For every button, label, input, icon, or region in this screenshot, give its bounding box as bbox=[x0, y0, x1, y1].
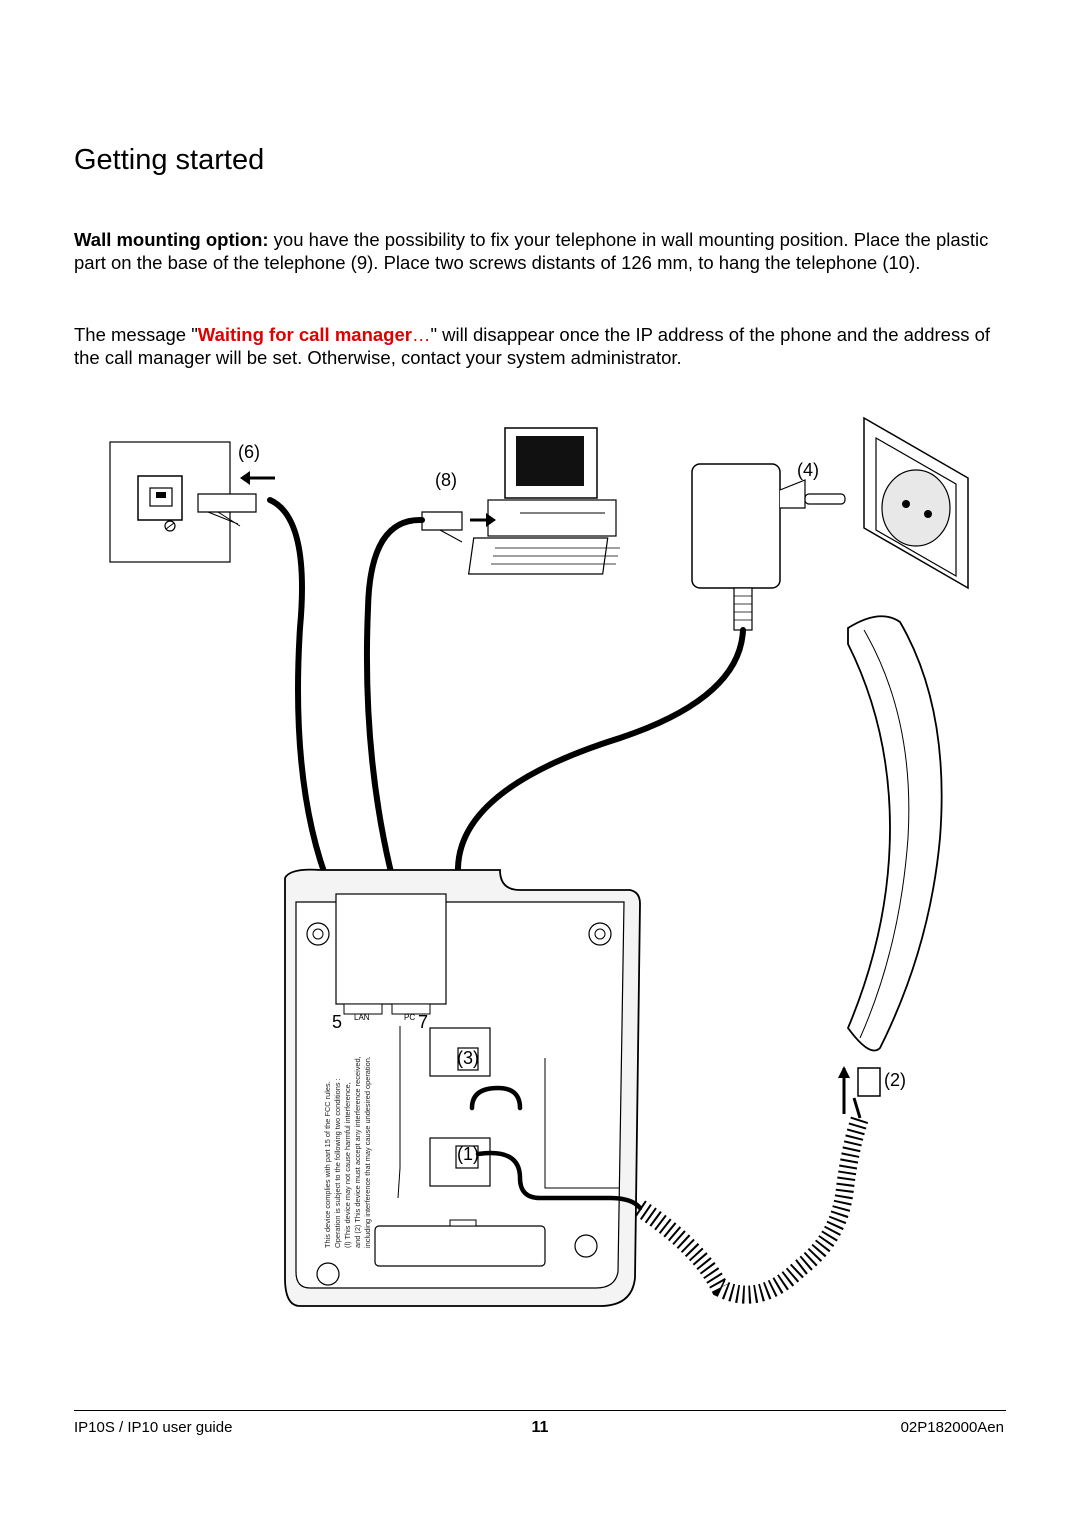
call-manager-text-before: The message " bbox=[74, 324, 198, 345]
label-lan: LAN bbox=[354, 1013, 370, 1022]
fcc-line-4: and (2) This device must accept any inte… bbox=[353, 1056, 362, 1248]
fcc-line-5: including interference that may cause un… bbox=[363, 1056, 372, 1248]
label-5: 5 bbox=[332, 1012, 342, 1032]
label-1: (1) bbox=[457, 1144, 479, 1164]
page-title: Getting started bbox=[74, 144, 265, 176]
label-8: (8) bbox=[435, 470, 457, 490]
power-cable-route bbox=[469, 1085, 523, 1111]
label-3: (3) bbox=[457, 1048, 479, 1068]
phone-base-icon: This device complies with part 15 of the… bbox=[284, 868, 643, 1307]
wall-mounting-label: Wall mounting option: bbox=[74, 229, 269, 250]
fcc-line-2: Operation is subject to the following tw… bbox=[333, 1078, 342, 1248]
computer-icon bbox=[421, 427, 620, 575]
label-7: 7 bbox=[418, 1012, 428, 1032]
wall-mounting-paragraph: Wall mounting option: you have the possi… bbox=[74, 228, 1014, 274]
power-outlet-icon bbox=[863, 416, 969, 590]
footer-guide-title: IP10S / IP10 user guide bbox=[74, 1419, 233, 1436]
label-6: (6) bbox=[238, 442, 260, 462]
footer-divider bbox=[74, 1410, 1006, 1411]
connection-diagram: (6) (8) (4) bbox=[109, 416, 969, 1307]
wall-mounting-text: you have the possibility to fix your tel… bbox=[74, 229, 989, 273]
wall-jack-icon bbox=[109, 441, 275, 563]
power-adapter-icon bbox=[691, 463, 846, 631]
fcc-line-3: (l) This device may not cause harmful in… bbox=[343, 1082, 352, 1248]
page-number: 11 bbox=[531, 1419, 549, 1436]
call-manager-text-after: " will disappear once the IP address of … bbox=[74, 324, 991, 368]
waiting-message-ellipsis: … bbox=[411, 324, 431, 345]
label-4: (4) bbox=[797, 460, 819, 480]
coiled-cord-icon bbox=[635, 1066, 881, 1304]
label-2: (2) bbox=[884, 1070, 906, 1090]
footer-doc-code: 02P182000Aen bbox=[900, 1419, 1004, 1436]
label-pc: PC bbox=[404, 1013, 415, 1022]
handset-cable-route bbox=[475, 1150, 643, 1211]
fcc-line-1: This device complies with part 15 of the… bbox=[323, 1081, 332, 1248]
waiting-message: Waiting for call manager bbox=[197, 324, 412, 345]
handset-icon bbox=[846, 615, 943, 1052]
call-manager-paragraph: The message "Waiting for call manager…" … bbox=[74, 323, 1014, 369]
